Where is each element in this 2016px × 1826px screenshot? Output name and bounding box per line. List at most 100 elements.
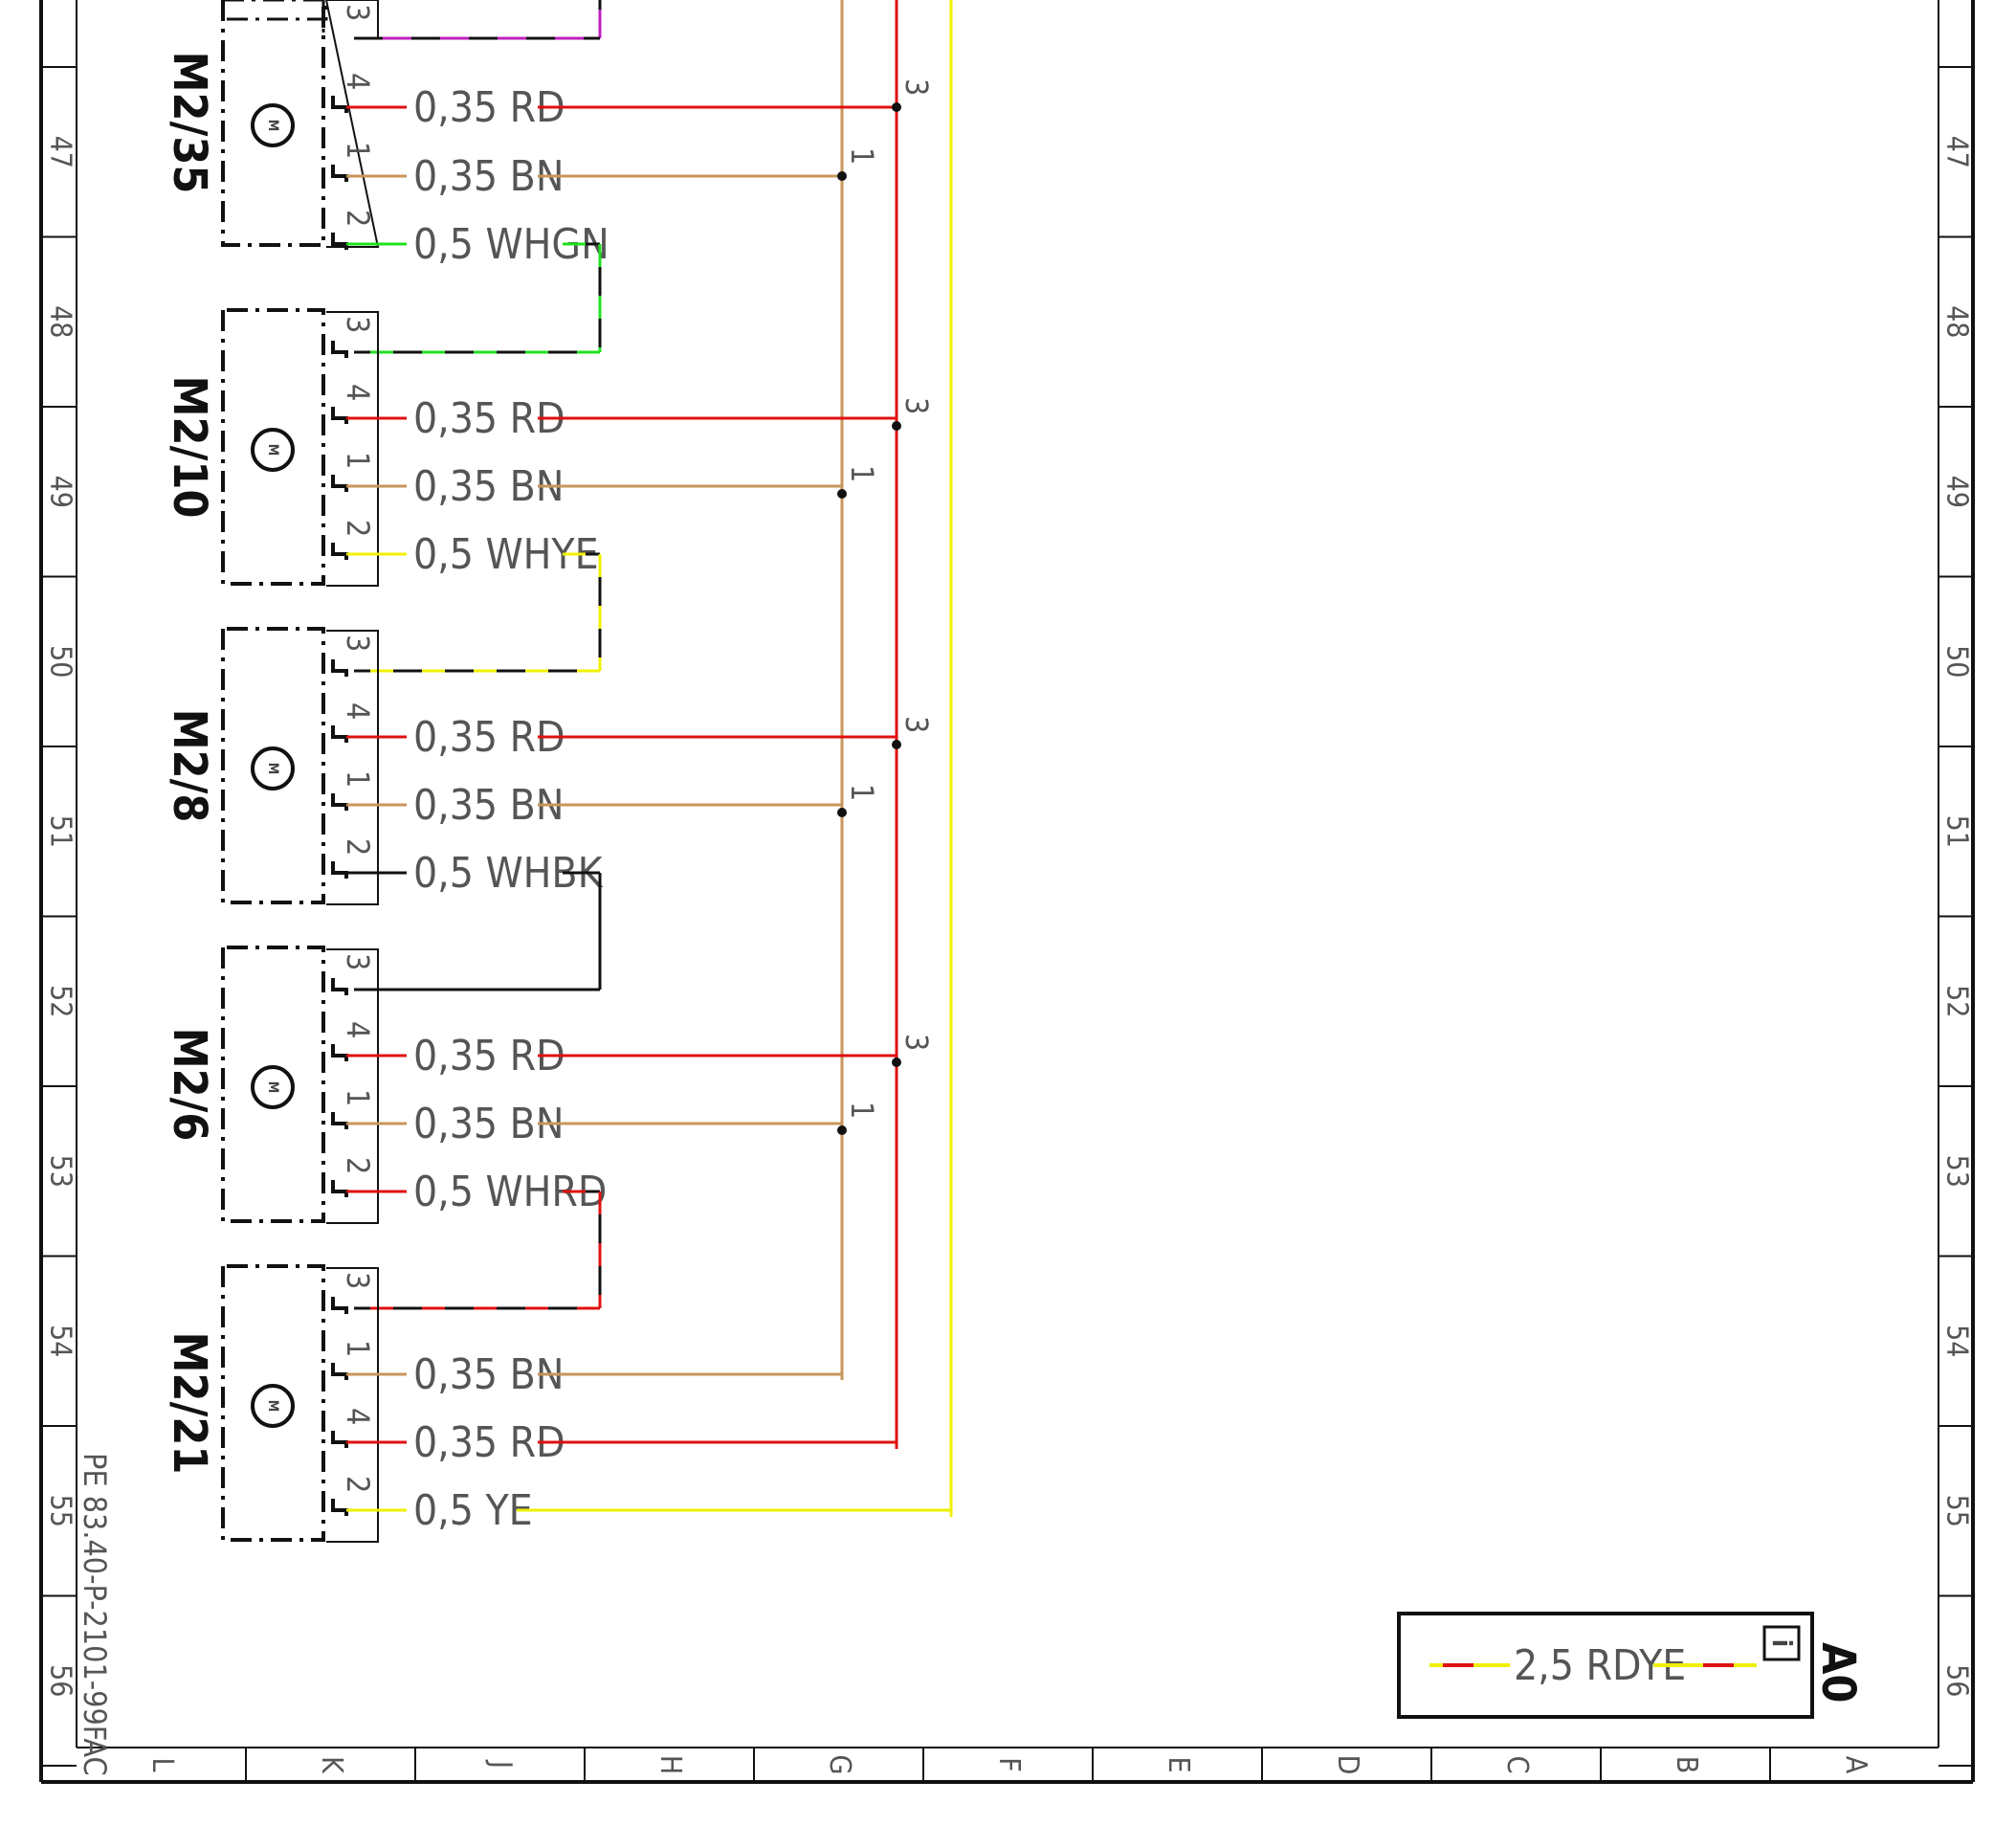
motor-symbol-label: M	[265, 1081, 280, 1094]
document-id: PE 83.40-P-2101-99FAC	[77, 1453, 113, 1776]
row-label-49: 49	[44, 476, 78, 508]
column-label-G: G	[823, 1755, 856, 1775]
row-label-56: 56	[1940, 1664, 1974, 1697]
splice-dot	[837, 489, 847, 499]
column-label-C: C	[1500, 1756, 1534, 1774]
splice-label: 3	[898, 716, 935, 733]
motor-symbol-label: M	[265, 120, 280, 132]
splice-dot	[837, 808, 847, 817]
row-label-52: 52	[44, 985, 78, 1017]
column-label-F: F	[992, 1757, 1026, 1772]
info-icon: i	[1766, 1639, 1798, 1648]
column-ticks	[245, 1748, 1771, 1782]
pin-tab	[331, 165, 348, 182]
pin-tab	[331, 793, 348, 811]
pin-label: 1	[340, 452, 376, 469]
pin-tab	[331, 407, 348, 424]
pin-label: 3	[340, 1272, 376, 1289]
row-label-55: 55	[1940, 1495, 1974, 1527]
wire-label: 0,5 YE	[413, 1486, 533, 1535]
splice-label: 1	[844, 147, 880, 165]
pin-label: 3	[340, 635, 376, 652]
splice-label: 1	[844, 784, 880, 801]
pin-label: 4	[340, 1408, 376, 1425]
loop-wire	[354, 871, 602, 991]
column-label-K: K	[315, 1756, 348, 1774]
row-ticks	[41, 66, 1973, 1767]
splice-dot	[892, 102, 901, 112]
pin-tab	[331, 1112, 348, 1129]
pin-tab	[331, 233, 348, 250]
top-pin3-wire: 3	[221, 0, 602, 40]
pin-tab	[331, 1180, 348, 1197]
splice-dot	[837, 1125, 847, 1135]
pin-label: 1	[340, 142, 376, 159]
row-label-54: 54	[1940, 1325, 1974, 1357]
column-label-D: D	[1331, 1755, 1364, 1775]
component-label: M2/6	[163, 1028, 216, 1142]
pin-label: 1	[340, 1340, 376, 1357]
pin-label: 4	[340, 1021, 376, 1038]
column-label-B: B	[1670, 1756, 1703, 1774]
row-label-51: 51	[44, 815, 78, 848]
pin-label: 2	[340, 520, 376, 537]
motor-icon	[251, 746, 295, 791]
pin-label: 4	[340, 384, 376, 401]
pin-label: 1	[340, 1089, 376, 1106]
component-outline	[221, 308, 325, 586]
splice-label: 1	[844, 465, 880, 482]
pin-tab	[331, 861, 348, 879]
row-label-53: 53	[44, 1155, 78, 1188]
connector-body	[326, 630, 379, 905]
row-label-56: 56	[44, 1664, 78, 1697]
drawing-frame	[39, 0, 1975, 1784]
pin-label: 4	[340, 702, 376, 720]
component-label: M2/10	[163, 376, 216, 519]
splice-label: 3	[898, 1034, 935, 1051]
column-label-A: A	[1839, 1756, 1872, 1774]
splice-label: 3	[898, 78, 935, 96]
column-label-E: E	[1162, 1756, 1195, 1772]
pin-label: 3	[340, 316, 376, 333]
pin-tab	[331, 1363, 348, 1380]
pin-label: 2	[340, 838, 376, 856]
pin-label: 3	[340, 953, 376, 970]
row-label-47: 47	[1940, 136, 1974, 168]
column-label-J: J	[484, 1759, 518, 1769]
pin-label: 2	[340, 210, 376, 227]
splice-dot	[837, 171, 847, 181]
connector-body	[326, 948, 379, 1224]
row-label-48: 48	[1940, 305, 1974, 338]
legend-title: A0	[1811, 1642, 1865, 1703]
loop-wire	[354, 242, 602, 354]
loop-wire	[354, 552, 602, 673]
component-label: M2/21	[163, 1332, 216, 1475]
row-label-50: 50	[1940, 645, 1974, 678]
component-label: M2/8	[163, 709, 216, 823]
row-label-47: 47	[44, 136, 78, 168]
connector-body	[326, 311, 379, 587]
pin-tab	[331, 543, 348, 560]
column-label-L: L	[145, 1757, 179, 1771]
pin-tab	[331, 1044, 348, 1061]
connector-body	[326, 1267, 379, 1543]
pin-tab	[331, 475, 348, 492]
loop-wire	[354, 1190, 602, 1310]
splice-label: 3	[898, 397, 935, 414]
component-outline	[221, 0, 325, 247]
splice-dot	[892, 740, 901, 749]
splice-dot	[892, 421, 901, 431]
pin-tab	[331, 725, 348, 743]
connector-body	[325, 0, 380, 248]
row-label-51: 51	[1940, 815, 1974, 848]
motor-icon	[251, 1065, 295, 1109]
